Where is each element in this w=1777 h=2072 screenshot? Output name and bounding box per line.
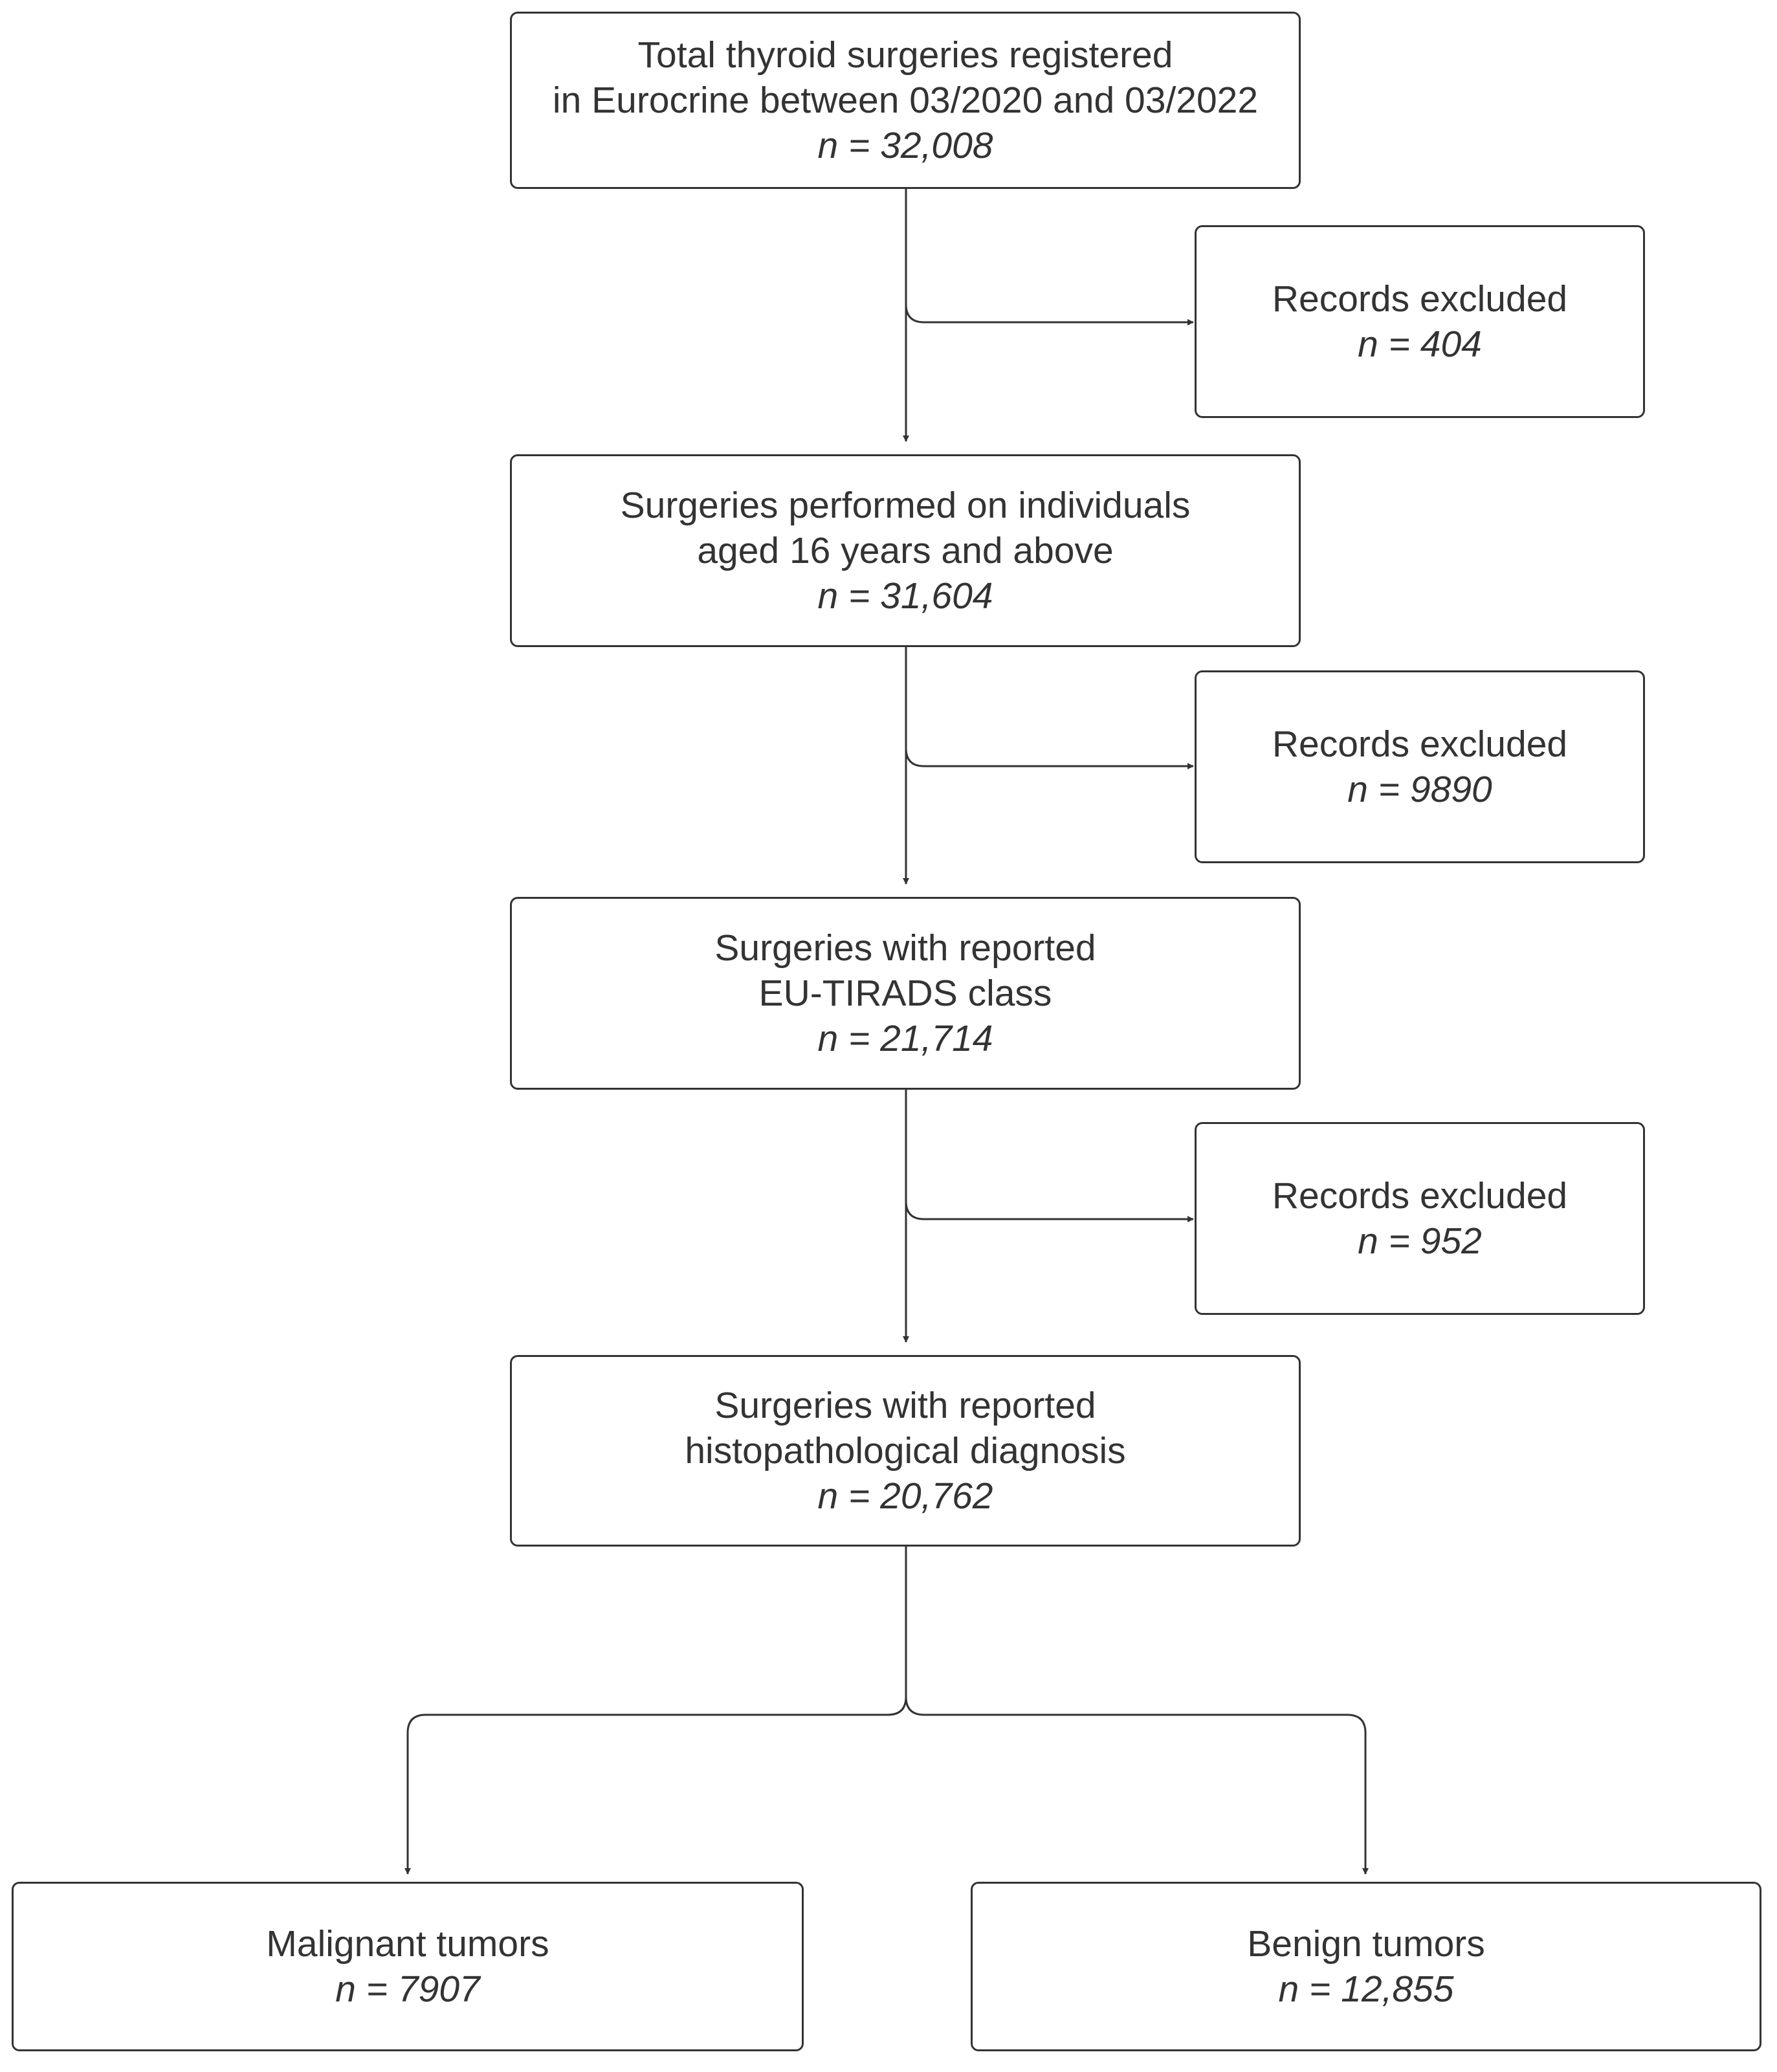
- malignant-tumors-label: Malignant tumors: [266, 1923, 549, 1965]
- adults-surgeries-count: n = 31,604: [817, 575, 993, 617]
- arrow-to-excluded-1: [905, 303, 1194, 325]
- eutirads-surgeries-line1: Surgeries with reported: [714, 927, 1096, 969]
- arrow-to-excluded-2: [905, 747, 1194, 769]
- excluded-3-label: Records excluded: [1272, 1175, 1568, 1217]
- total-surgeries-box: Total thyroid surgeries registered in Eu…: [510, 12, 1301, 189]
- eutirads-surgeries-line2: EU-TIRADS class: [758, 973, 1052, 1014]
- benign-tumors-label: Benign tumors: [1247, 1923, 1485, 1965]
- adults-surgeries-box: Surgeries performed on individuals aged …: [510, 454, 1301, 647]
- malignant-tumors-box: Malignant tumors n = 7907: [12, 1882, 804, 2051]
- excluded-3-count: n = 952: [1358, 1220, 1482, 1262]
- total-surgeries-line2: in Eurocrine between 03/2020 and 03/2022: [552, 80, 1259, 121]
- excluded-2-count: n = 9890: [1347, 769, 1492, 810]
- histopath-surgeries-line1: Surgeries with reported: [714, 1385, 1096, 1426]
- histopath-surgeries-line2: histopathological diagnosis: [685, 1430, 1126, 1471]
- eutirads-surgeries-count: n = 21,714: [817, 1018, 993, 1059]
- malignant-tumors-count: n = 7907: [335, 1968, 480, 2010]
- histopath-surgeries-count: n = 20,762: [817, 1475, 993, 1517]
- histopath-surgeries-box: Surgeries with reported histopathologica…: [510, 1355, 1301, 1547]
- excluded-1-label: Records excluded: [1272, 278, 1568, 320]
- excluded-1-count: n = 404: [1358, 324, 1482, 365]
- total-surgeries-count: n = 32,008: [817, 125, 993, 166]
- adults-surgeries-line1: Surgeries performed on individuals: [620, 485, 1191, 526]
- arrow-to-excluded-3: [905, 1200, 1194, 1222]
- total-surgeries-line1: Total thyroid surgeries registered: [637, 34, 1173, 76]
- arrow-to-malignant: [404, 1547, 907, 1875]
- excluded-box-1: Records excluded n = 404: [1195, 225, 1645, 418]
- excluded-box-2: Records excluded n = 9890: [1195, 670, 1645, 863]
- benign-tumors-count: n = 12,855: [1278, 1968, 1454, 2010]
- eutirads-surgeries-box: Surgeries with reported EU-TIRADS class …: [510, 897, 1301, 1090]
- excluded-2-label: Records excluded: [1272, 723, 1568, 765]
- adults-surgeries-line2: aged 16 years and above: [697, 530, 1114, 571]
- benign-tumors-box: Benign tumors n = 12,855: [971, 1882, 1761, 2051]
- arrow-to-benign: [905, 1696, 1369, 1875]
- excluded-box-3: Records excluded n = 952: [1195, 1122, 1645, 1315]
